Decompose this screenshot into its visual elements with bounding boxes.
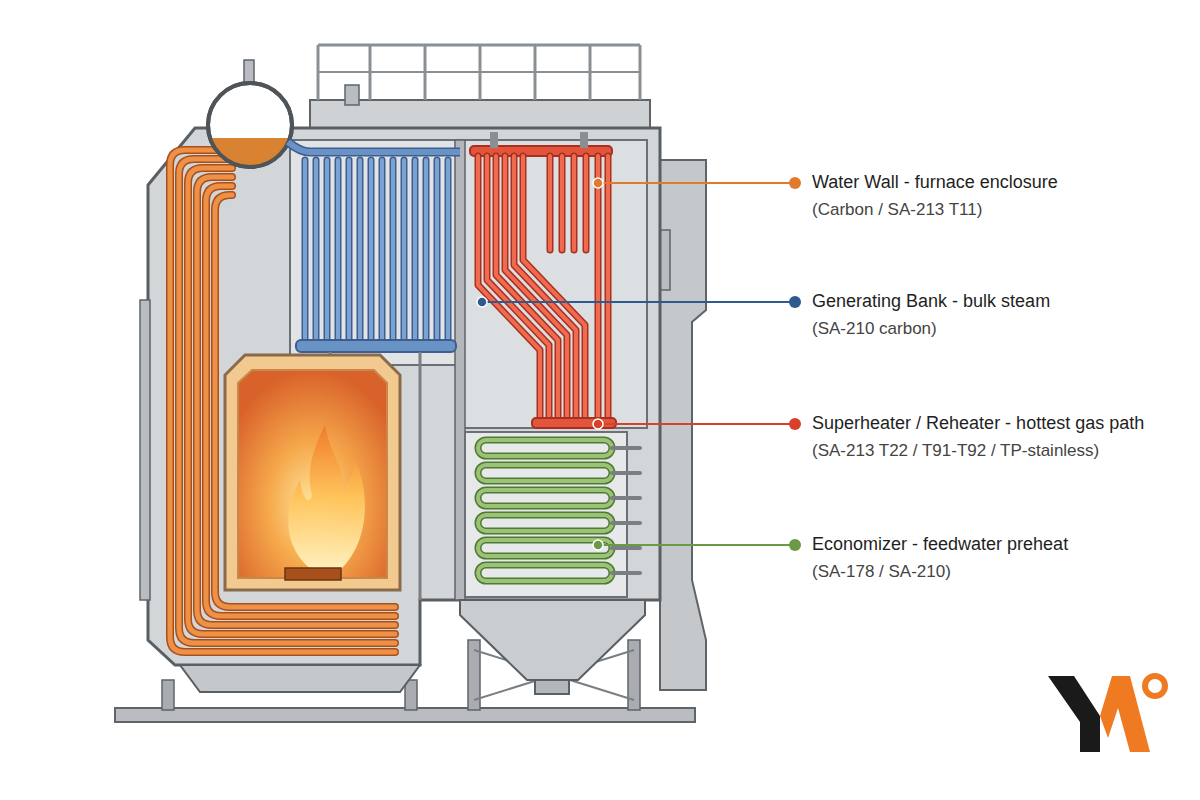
callout-title: Economizer - feedwater preheat <box>812 533 1068 555</box>
callout-spec: (SA-210 carbon) <box>812 318 937 339</box>
callout-spec: (Carbon / SA-213 T11) <box>812 199 982 220</box>
callout-title: Generating Bank - bulk steam <box>812 290 1050 312</box>
callout-spec: (SA-213 T22 / T91-T92 / TP-stainless) <box>812 440 1099 461</box>
callout-spec: (SA-178 / SA-210) <box>812 561 951 582</box>
callout-title: Water Wall - furnace enclosure <box>812 171 1058 193</box>
callout-title: Superheater / Reheater - hottest gas pat… <box>812 412 1144 434</box>
